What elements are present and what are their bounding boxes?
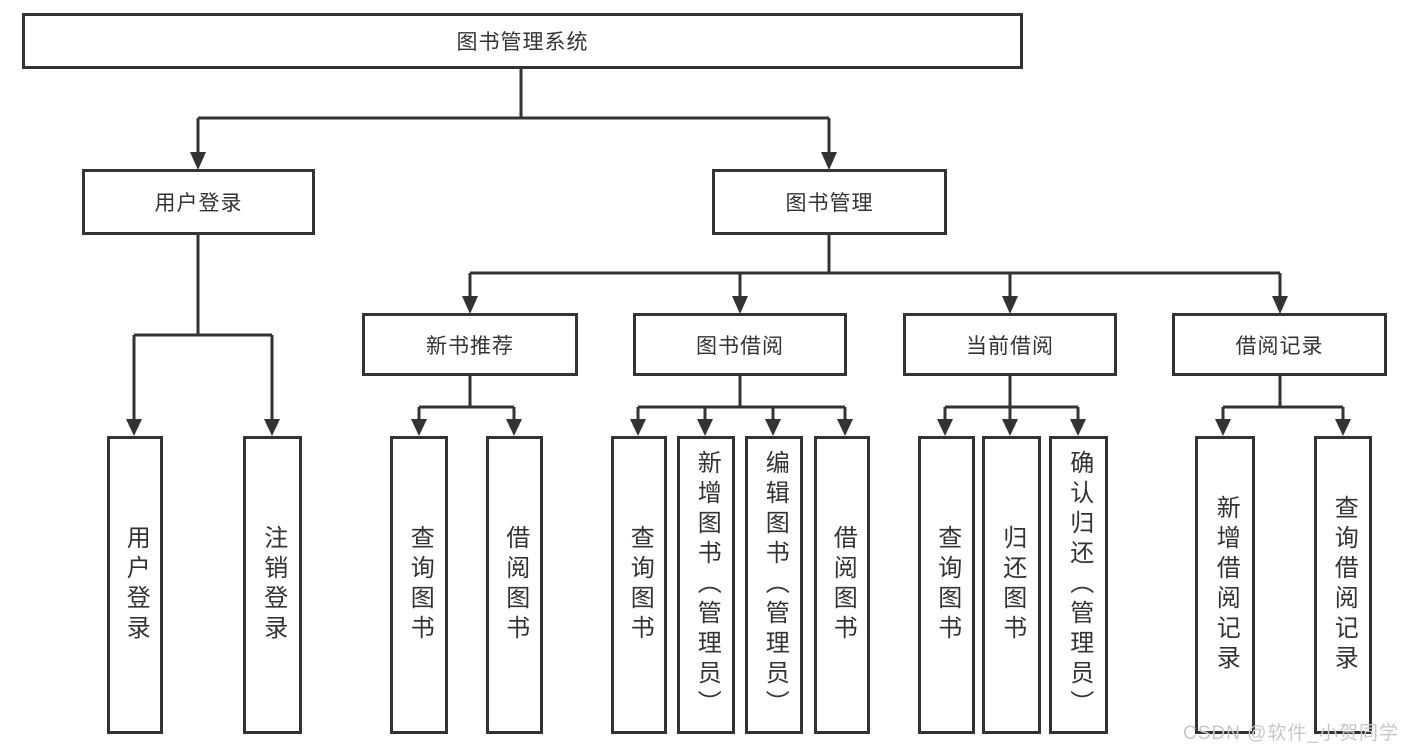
node-new-book-recommend: 新书推荐	[362, 313, 578, 376]
connector-user-login-children	[132, 235, 274, 421]
node-library-management-system: 图书管理系统	[22, 13, 1023, 69]
leaf-borrow-books-recommend: 借阅图书	[486, 436, 543, 734]
connector-borrowing-children	[636, 376, 847, 421]
connector-current-children	[943, 376, 1080, 421]
node-user-login: 用户登录	[82, 169, 315, 235]
leaf-query-borrow-record: 查询借阅记录	[1314, 436, 1372, 734]
node-book-borrowing: 图书借阅	[633, 313, 847, 376]
csdn-watermark: CSDN @软件_小贺同学	[1183, 723, 1399, 744]
leaf-query-books-borrowing: 查询图书	[611, 436, 667, 734]
node-current-borrowing: 当前借阅	[903, 313, 1117, 376]
node-book-management: 图书管理	[712, 169, 947, 235]
connector-records-children	[1221, 376, 1345, 421]
leaf-borrow-books: 借阅图书	[814, 436, 870, 734]
node-borrowing-records: 借阅记录	[1172, 313, 1387, 376]
leaf-add-borrow-record: 新增借阅记录	[1195, 436, 1255, 734]
leaf-confirm-return-admin: 确认归还（管理员）	[1049, 436, 1108, 734]
leaf-query-books-recommend: 查询图书	[390, 436, 448, 734]
leaf-return-books: 归还图书	[982, 436, 1041, 734]
connector-book-mgmt-children	[468, 235, 1282, 298]
connector-root-to-level1	[196, 69, 831, 154]
leaf-add-books-admin: 新增图书（管理员）	[677, 436, 735, 734]
connector-new-book-children	[417, 376, 516, 421]
leaf-query-books-current: 查询图书	[918, 436, 975, 734]
leaf-user-login: 用户登录	[107, 436, 163, 734]
leaf-logout: 注销登录	[243, 436, 302, 734]
leaf-edit-books-admin: 编辑图书（管理员）	[745, 436, 803, 734]
